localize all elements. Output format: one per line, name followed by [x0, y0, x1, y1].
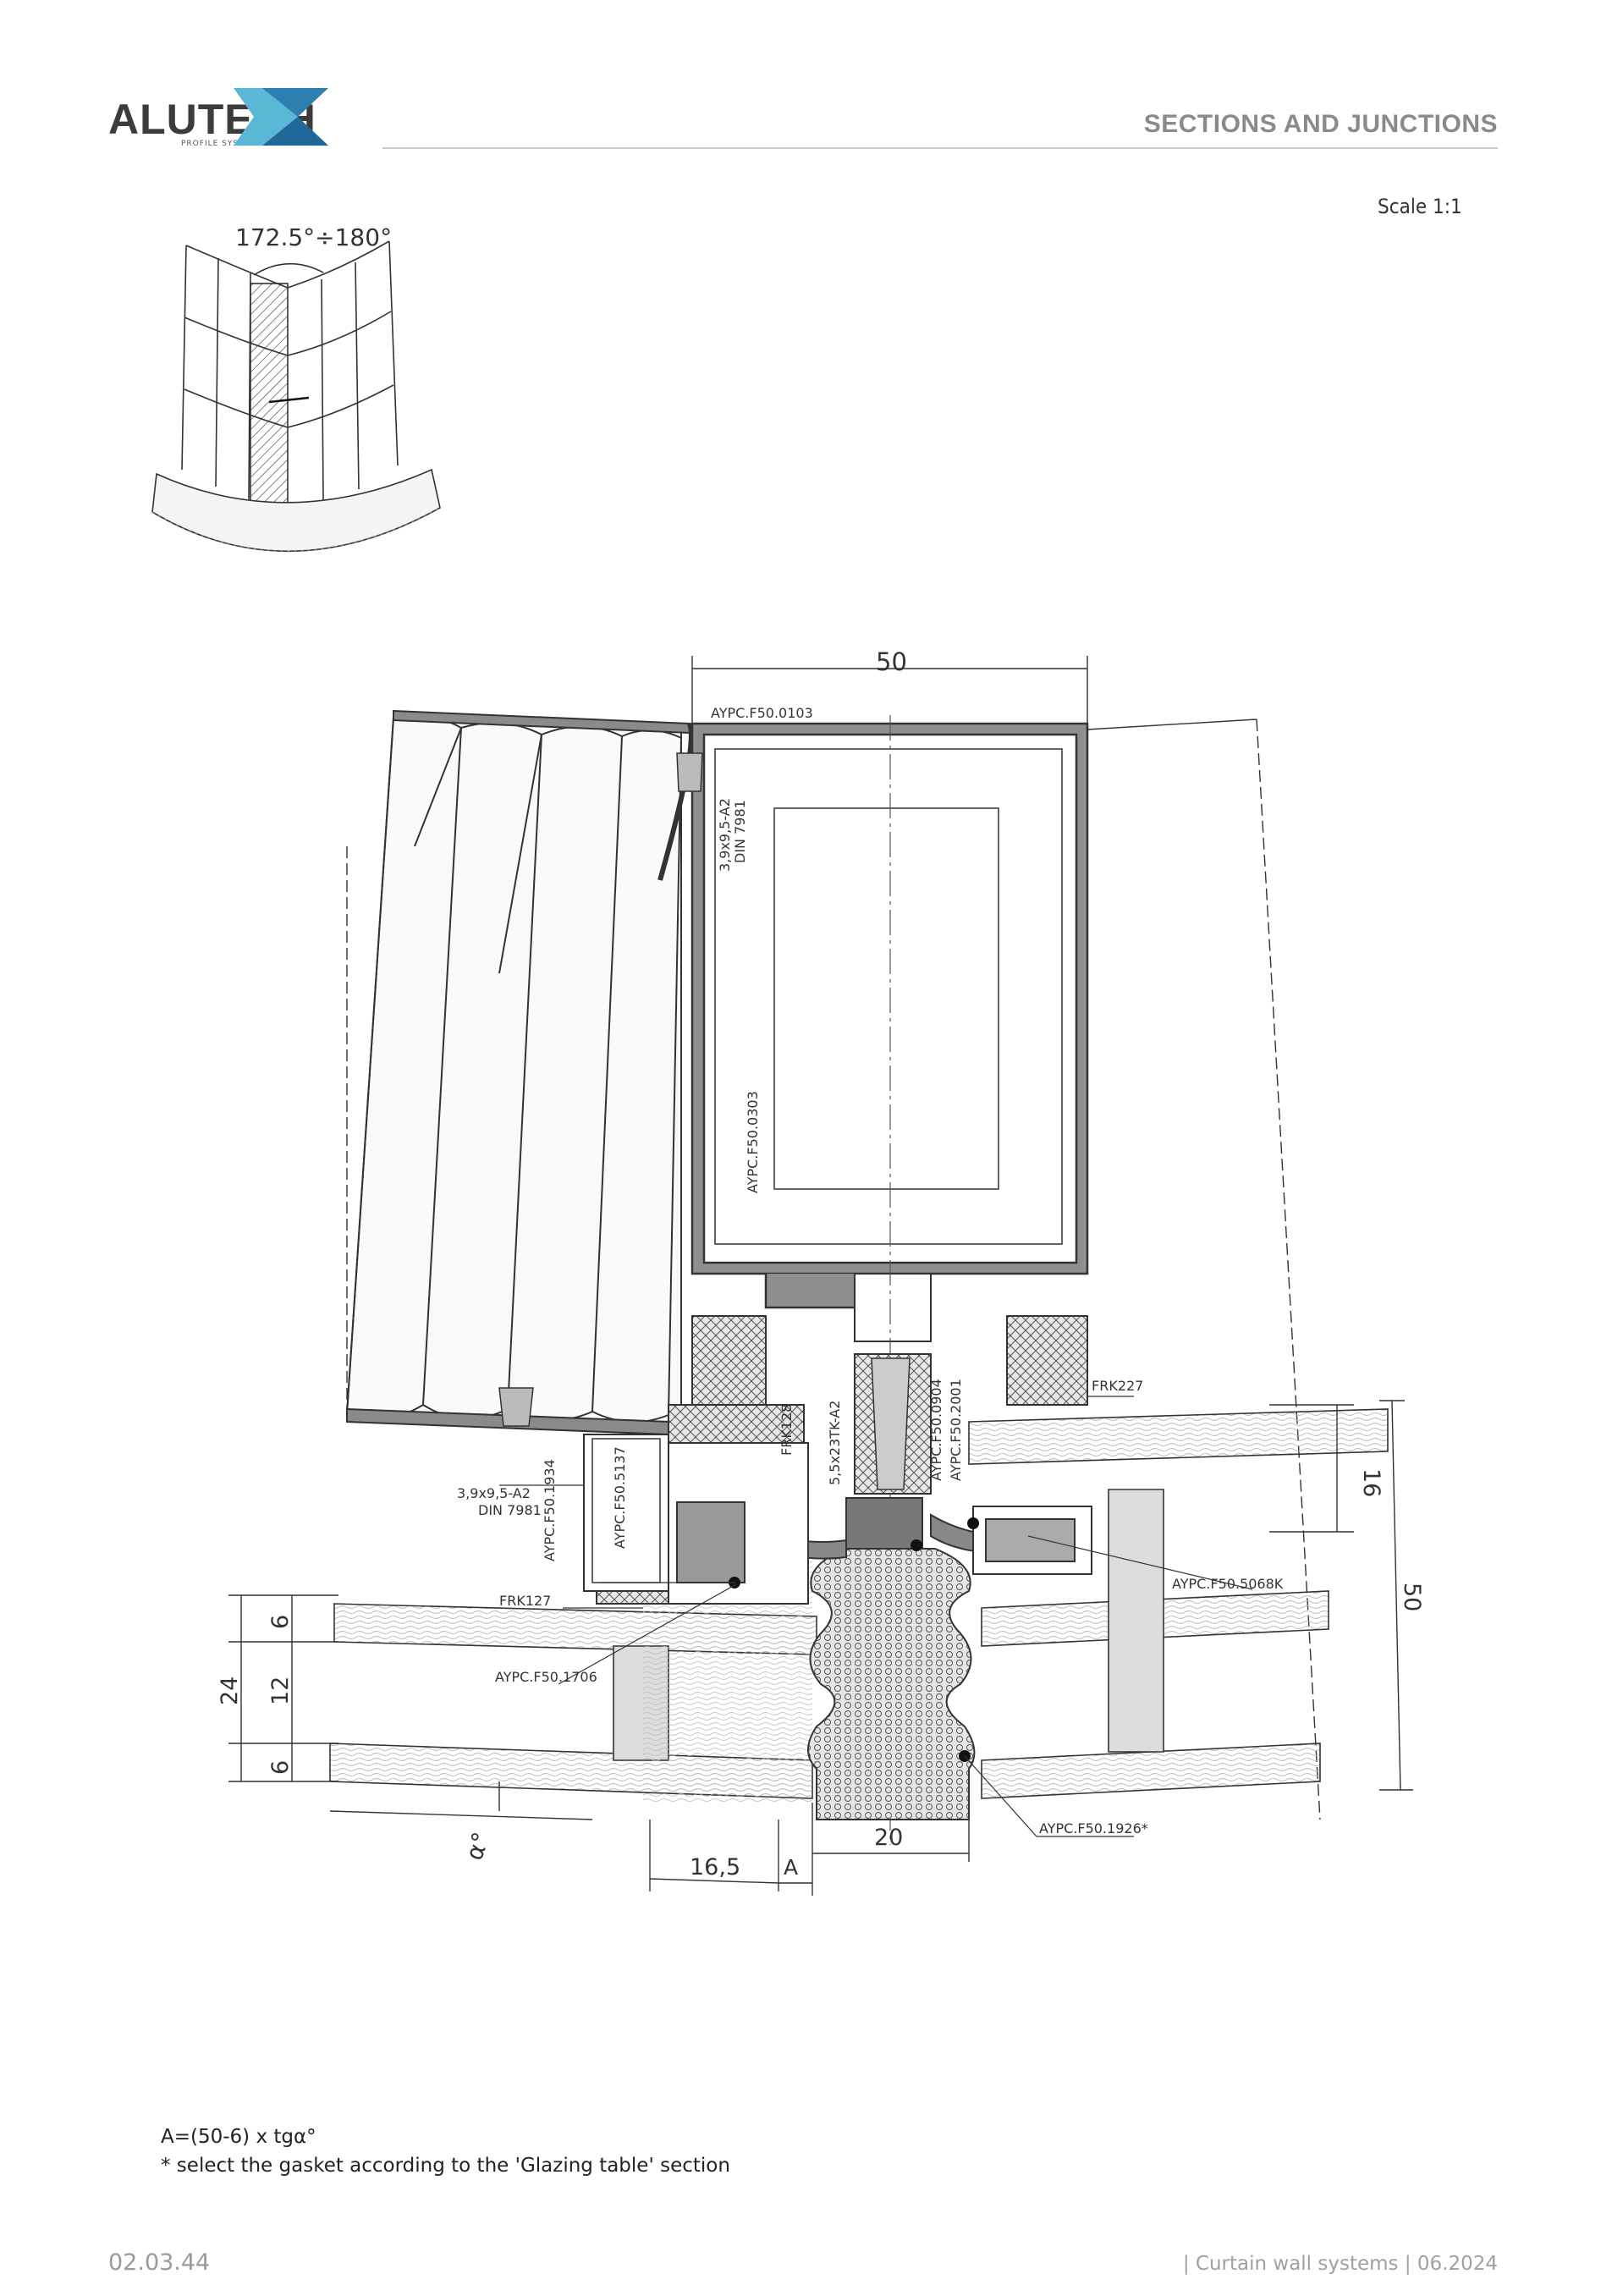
scale-label: Scale 1:1: [1378, 195, 1462, 218]
dim-right-50: 50: [1399, 1583, 1425, 1611]
label-aypc-0303: AYPC.F50.0303: [745, 1091, 761, 1193]
label-frk127: FRK127: [499, 1593, 551, 1609]
label-frk227: FRK227: [1092, 1378, 1143, 1394]
label-screw-top-2: DIN 7981: [732, 800, 748, 863]
label-aypc-5068k: AYPC.F50.5068K: [1172, 1576, 1284, 1592]
dim-bottom-a: A: [784, 1855, 798, 1880]
label-aypc-0103: AYPC.F50.0103: [711, 705, 813, 721]
header-divider: [382, 147, 1498, 149]
formula-note: A=(50-6) x tgα°: [161, 2126, 316, 2148]
dim-right-16: 16: [1358, 1468, 1384, 1497]
insulation-panel: [345, 714, 683, 1432]
label-aypc-1934: AYPC.F50.1934: [542, 1459, 558, 1561]
dim-top-width: 50: [876, 647, 907, 676]
dim-left-24: 24: [217, 1677, 243, 1705]
dim-bottom-20: 20: [874, 1825, 903, 1851]
leader-lines: [499, 1396, 1253, 1837]
right-facade-lines: [346, 719, 1321, 1820]
dim-left-12: 12: [267, 1677, 294, 1705]
label-aypc-1926: AYPC.F50.1926*: [1039, 1820, 1148, 1836]
label-aypc-2001: AYPC.F50.2001: [948, 1379, 964, 1481]
dim-alpha: α°: [460, 1829, 496, 1864]
label-screw-mid: 5,5x23TK-A2: [827, 1401, 843, 1485]
section-title: SECTIONS AND JUNCTIONS: [1143, 110, 1498, 138]
logo-mark-icon: [234, 88, 328, 146]
document-info: | Curtain wall systems | 06.2024: [1182, 2253, 1498, 2275]
angle-range-label: 172.5°÷180°: [235, 223, 392, 251]
gasket-note: * select the gasket according to the 'Gl…: [161, 2155, 730, 2177]
dim-left-6b: 6: [267, 1760, 294, 1775]
label-aypc-5137: AYPC.F50.5137: [612, 1446, 628, 1549]
label-screw-top-1: 3,9x9,5-A2: [717, 798, 733, 872]
dim-left-6a: 6: [267, 1615, 294, 1629]
dimension-lines: [228, 656, 1413, 1896]
label-aypc-1706: AYPC.F50.1706: [495, 1669, 597, 1685]
glazing-right: [968, 1408, 1389, 1799]
label-frk128: FRK128: [778, 1404, 795, 1456]
label-screw-left-2: DIN 7981: [478, 1502, 542, 1518]
page-number: 02.03.44: [108, 2249, 211, 2276]
label-aypc-0904: AYPC.F50.0904: [928, 1379, 944, 1481]
logo-subtext: PROFILE SYSTEMS: [181, 140, 263, 148]
dim-bottom-16-5: 16,5: [690, 1854, 740, 1880]
label-screw-left-1: 3,9x9,5-A2: [457, 1485, 531, 1501]
screw-icons: [498, 752, 911, 1490]
curved-facade-thumbnail: [151, 240, 441, 553]
transom-profiles: [583, 1434, 1092, 1605]
